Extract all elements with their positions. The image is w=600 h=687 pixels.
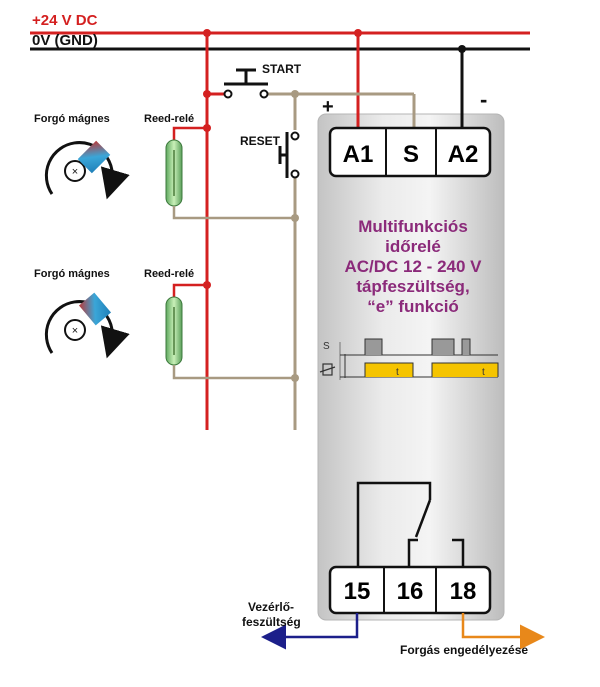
- rotation-enable-wire: [461, 613, 545, 650]
- relay-title-line-2: időrelé: [385, 237, 441, 256]
- tan-junction: [291, 214, 299, 222]
- relay-title-line-3: AC/DC 12 - 240 V: [345, 257, 483, 276]
- top-terminal-block: [328, 126, 492, 178]
- tan-junction: [291, 374, 299, 382]
- timing-t1-label: t: [396, 367, 399, 378]
- svg-text:×: ×: [72, 166, 78, 178]
- start-label: START: [262, 62, 302, 76]
- reed-1-bottom-wire: [172, 206, 295, 220]
- reed-1-top-wire: [172, 126, 207, 140]
- magnet-1-label: Forgó mágnes: [34, 113, 110, 125]
- relay-title-line-4: tápfeszültség,: [356, 277, 469, 296]
- rotating-magnet-2: ×: [44, 292, 130, 359]
- reed-1-label: Reed-relé: [144, 113, 194, 125]
- bottom-terminal-block: [328, 565, 492, 615]
- rotation-enable-label: Forgás engedélyezése: [400, 643, 528, 657]
- terminal-s: S: [403, 141, 419, 168]
- plus-sign: +: [322, 96, 334, 118]
- start-pushbutton: [223, 68, 269, 99]
- terminal-a2: A2: [448, 141, 479, 168]
- red-junction: [354, 29, 362, 37]
- svg-text:×: ×: [72, 325, 78, 337]
- timing-t2-label: t: [482, 367, 485, 378]
- relay-title-line-5: “e” funkció: [367, 297, 459, 316]
- control-voltage-label-1: Vezérlő-: [248, 600, 294, 614]
- output-contact: [356, 481, 465, 572]
- reset-label: RESET: [240, 134, 281, 148]
- reed-2-top-wire: [172, 283, 207, 297]
- timing-s-label: S: [323, 341, 330, 352]
- terminal-a1: A1: [343, 141, 374, 168]
- reed-2-label: Reed-relé: [144, 268, 194, 280]
- magnet-2-label: Forgó mágnes: [34, 268, 110, 280]
- terminal-18: 18: [450, 578, 477, 605]
- control-voltage-wire: [261, 613, 359, 650]
- minus-sign: -: [480, 87, 487, 112]
- timing-diagram: [319, 338, 499, 380]
- gnd-junction: [458, 45, 466, 53]
- terminal-15: 15: [344, 578, 371, 605]
- gnd-label: 0V (GND): [32, 32, 98, 49]
- reed-2-bottom-wire: [172, 365, 295, 380]
- relay-title-line-1: Multifunkciós: [358, 217, 468, 236]
- reset-pushbutton: [278, 130, 305, 179]
- tan-junction: [291, 90, 299, 98]
- plus24-label: +24 V DC: [32, 12, 98, 29]
- rotating-magnet-1: ×: [44, 140, 130, 200]
- control-voltage-label-2: feszültség: [242, 615, 301, 629]
- terminal-16: 16: [397, 578, 424, 605]
- red-junction: [203, 29, 211, 37]
